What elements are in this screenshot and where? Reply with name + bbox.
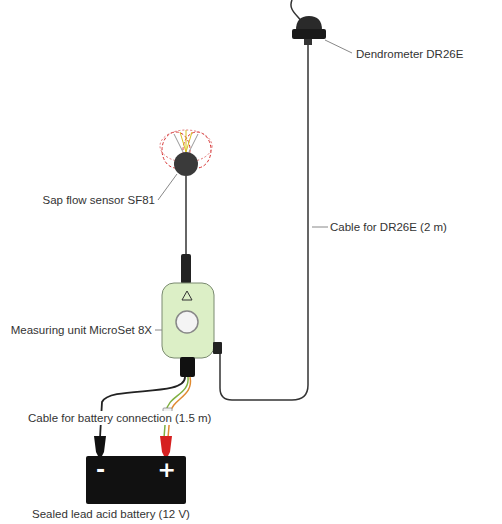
dendrometer-cable xyxy=(220,45,308,400)
battery-cable xyxy=(168,377,190,438)
part-label: Cable for DR26E (2 m) xyxy=(328,220,449,234)
leader-line xyxy=(312,227,328,228)
clip-negative xyxy=(94,436,106,458)
side-connector xyxy=(213,342,222,354)
battery-box: -+ xyxy=(86,456,186,504)
leader-line xyxy=(155,330,162,331)
terminal-sign: - xyxy=(96,458,105,482)
clip-positive xyxy=(160,436,172,458)
part-label: Sealed lead acid battery (12 V) xyxy=(30,507,192,521)
battery-cable xyxy=(164,377,188,438)
unit-button xyxy=(176,311,198,333)
sensor-cable xyxy=(185,176,187,256)
warning-symbol xyxy=(182,291,192,300)
terminal-sign: + xyxy=(158,458,176,482)
bottom-connector xyxy=(180,357,195,377)
part-label: Dendrometer DR26E xyxy=(354,47,465,61)
sap-flow-sensor xyxy=(174,152,198,176)
part-label: Sap flow sensor SF81 xyxy=(40,193,157,207)
dendrometer-plug xyxy=(304,39,312,45)
part-label: Measuring unit MicroSet 8X xyxy=(9,323,154,337)
measuring-unit xyxy=(162,283,214,358)
dendrometer-body xyxy=(292,29,326,39)
part-label: Cable for battery connection (1.5 m) xyxy=(26,411,213,425)
dendrometer-dome xyxy=(296,16,322,30)
leader-line xyxy=(158,174,177,200)
sensor-connector xyxy=(181,254,191,284)
leader-line xyxy=(325,40,352,53)
